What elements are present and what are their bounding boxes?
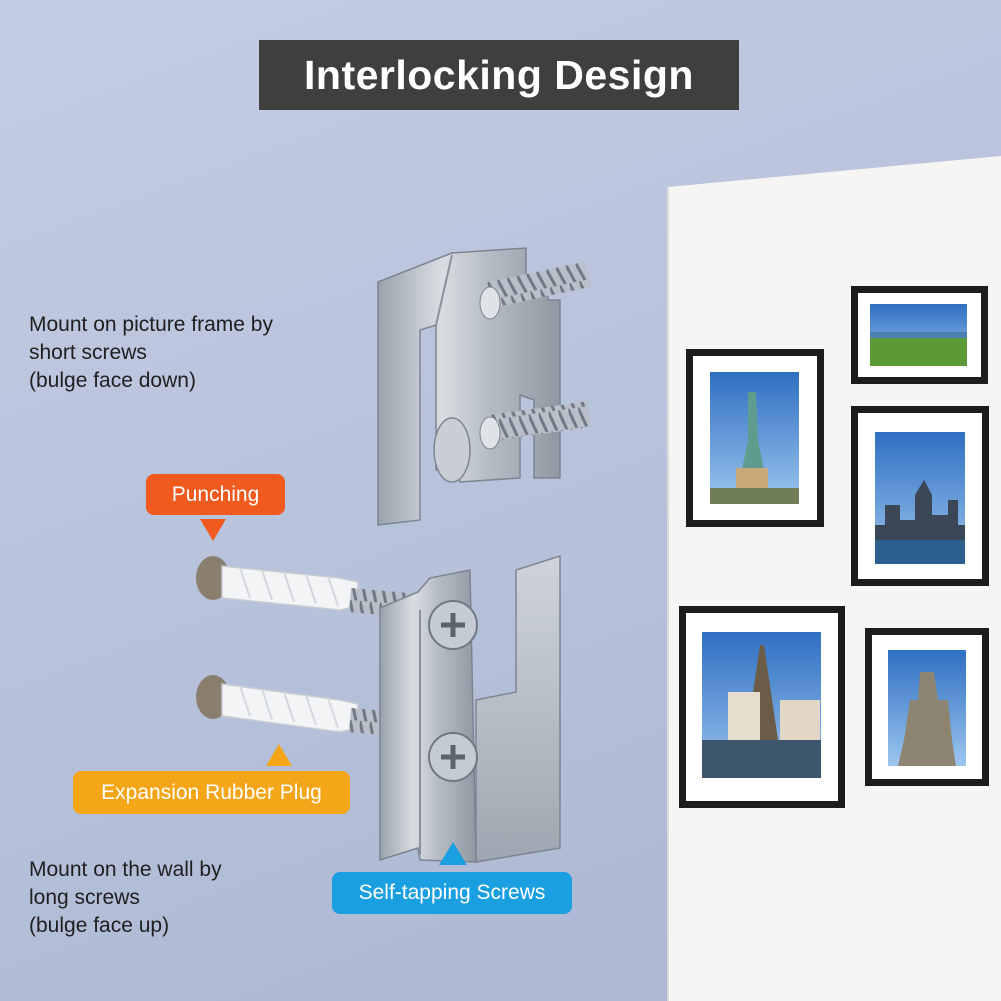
phillips-screw-head-lower — [428, 732, 478, 782]
frame-mount-line-3: (bulge face down) — [29, 369, 196, 392]
photo-frame-liberty — [686, 349, 824, 527]
frame-bracket — [377, 247, 591, 526]
photo-frame-lake — [851, 286, 988, 384]
punching-arrow-icon — [200, 519, 226, 541]
wall-bracket — [379, 554, 561, 863]
wall-mount-line-1: Mount on the wall by — [29, 858, 222, 881]
wall-mount-description: Mount on the wall by long screws (bulge … — [29, 856, 222, 940]
screws-arrow-icon — [439, 842, 467, 865]
photo-frame-skyline — [851, 406, 989, 586]
self-tapping-screws-label: Self-tapping Screws — [332, 872, 572, 914]
short-screw-lower — [479, 401, 591, 450]
photo-frame-monument — [865, 628, 989, 786]
wall-mount-line-2: long screws — [29, 886, 140, 909]
page-title: Interlocking Design — [304, 51, 694, 98]
photo-frame-eiffel — [679, 606, 845, 808]
expansion-plug-label: Expansion Rubber Plug — [73, 771, 350, 814]
plug-arrow-icon — [266, 744, 292, 766]
frame-mount-line-2: short screws — [29, 341, 147, 364]
wall-mount-line-3: (bulge face up) — [29, 914, 170, 937]
title-banner: Interlocking Design — [259, 40, 739, 110]
short-screw-upper — [479, 261, 591, 320]
expansion-plug-lower — [221, 683, 391, 736]
frame-mount-description: Mount on picture frame by short screws (… — [29, 311, 273, 395]
phillips-screw-head-upper — [428, 600, 478, 650]
frame-mount-line-1: Mount on picture frame by — [29, 313, 273, 336]
punching-label: Punching — [146, 474, 285, 515]
